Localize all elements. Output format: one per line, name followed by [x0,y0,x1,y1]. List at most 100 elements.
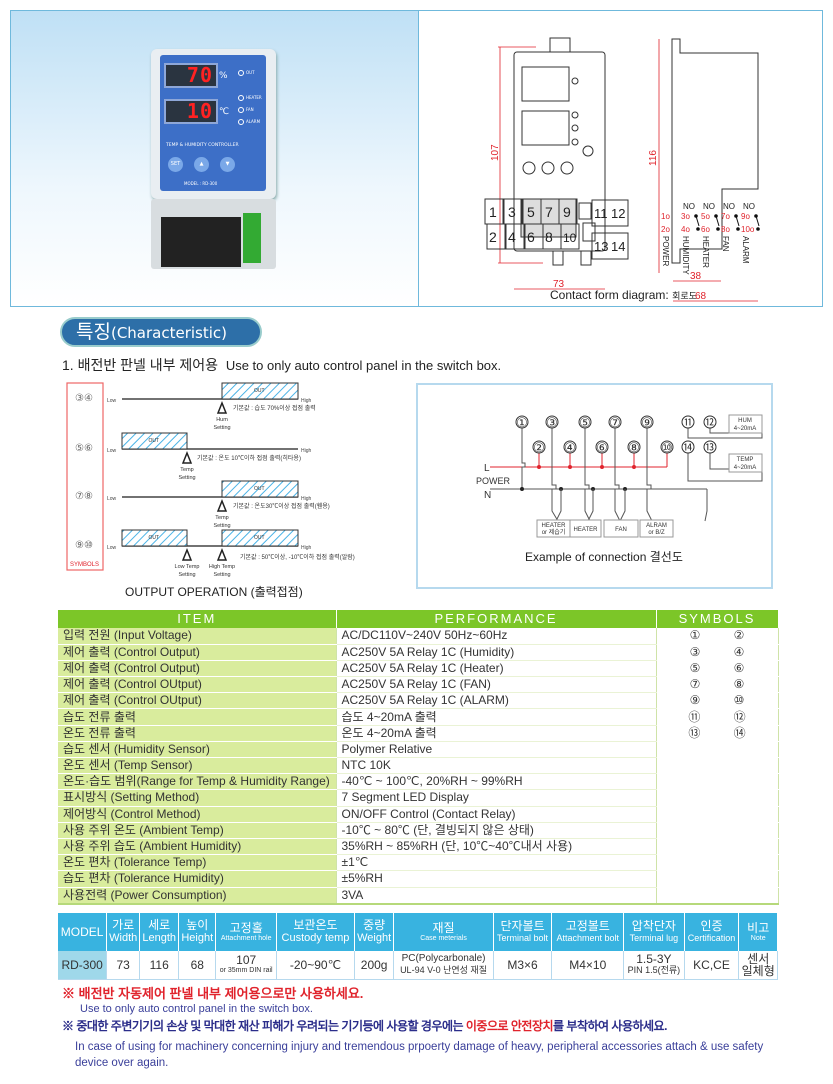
header-en: Width [109,932,138,944]
cell-perf: ON/OFF Control (Contact Relay) [336,806,657,823]
symbols-label: SYMBOLS [70,562,99,568]
cell-sym [656,854,779,872]
table-row: 입력 전원 (Input Voltage)AC/DC110V~240V 50Hz… [58,628,779,645]
load-label: ALRAM [646,523,667,529]
relay-switch-line [695,215,700,227]
wire [687,453,763,482]
wire [614,428,621,522]
relay-bottom-terminal: 10o [741,225,755,234]
cell-item: 제어방식 (Control Method) [58,806,337,823]
row-symbols: ⑦⑧ [75,491,93,502]
low-label: Low [107,496,117,502]
out-region [221,480,299,498]
setting-triangle-icon [181,547,193,561]
header-kr: 압착단자 [631,919,676,933]
relay-label: POWER [661,236,670,266]
led-icon [238,70,244,76]
relay-switch-line [735,215,740,227]
terminal-13 [703,440,717,454]
L-label: L [484,463,490,474]
table-row: 제어 출력 (Control OUtput)AC250V 5A Relay 1C… [58,692,779,710]
terminal-7-label: ⑦ [609,415,621,430]
model-cell: 68 [178,951,217,980]
terminal-number: 6 [527,229,535,245]
temperature-display: 10 [164,99,218,124]
device-set-button: SET [168,157,183,172]
terminal-10 [660,440,674,454]
dim-side-height: 116 [648,150,659,166]
setting-triangle-icon [181,450,193,464]
out-label: OUT [254,388,265,394]
out-region [221,382,299,400]
cell-perf: AC250V 5A Relay 1C (ALARM) [336,692,657,710]
low-label: Low [107,448,117,454]
relay-top-terminal: 3o [681,212,690,221]
setting-label: Setting [178,572,195,578]
led-icon [238,107,244,113]
terminal-cell [486,223,506,250]
header-en: Attachment bolt [556,933,620,943]
terminal-number: 12 [611,206,625,221]
wire [646,428,653,522]
high-label: High [301,496,312,502]
default-note: 기본값 : 50℃이상, -10℃이하 접점 출력(알람) [240,553,355,561]
terminal-number: 1 [489,204,497,220]
load-sublabel: or 제습기 [542,528,566,536]
terminal-14-label: ⑭ [681,440,694,455]
relay-top-terminal: 1o [661,212,670,221]
relay-contact-diagram: 1o2oPOWERNO3o4oHUMIDITYNO5o6oHEATERNO7o8… [661,202,760,275]
model-cell: 200g [354,951,395,980]
led-icon [238,119,244,125]
low-label: Low [107,398,117,404]
header-kr: 중량 [363,918,386,932]
device-down-button: ▼ [220,157,235,172]
cell-sym: ⑬ ⑭ [656,725,779,742]
note-1: ※ 배전반 자동제어 판넬 내부 제어용으로만 사용하세요. [62,986,364,1001]
led-icon [238,95,244,101]
table-row: 표시방식 (Setting Method)7 Segment LED Displ… [58,789,779,807]
cell-sym [656,822,779,839]
header-en: Case meterials [420,934,467,942]
header-en: Length [142,932,176,944]
load-box [603,519,639,538]
terminal-10-label: ⑩ [661,440,673,455]
hum_box-range: 4~20mA [734,426,757,432]
terminal-11 [681,415,695,429]
row-symbols: ③④ [75,393,93,404]
header-en: Terminal bolt [497,933,549,943]
terminal-12 [703,415,717,429]
terminal-number: 2 [489,229,497,245]
setting-triangle-icon [216,400,228,414]
setting-triangle-icon [216,498,228,512]
terminal-1 [515,415,529,429]
cell-perf: 습도 4~20mA 출력 [336,708,657,726]
junction-dot [520,487,524,491]
product-overview-panel: 70 % 10 ℃ OUT HEATER FAN ALARM TEMP & HU… [10,10,823,307]
relay-no-label: NO [743,202,755,211]
row-symbols: ⑤⑥ [75,443,93,454]
terminal-9 [640,415,654,429]
table-row: 제어 출력 (Control Output)AC250V 5A Relay 1C… [58,644,779,661]
relay-label: FAN [721,236,730,252]
terminal-6-label: ⑥ [596,440,608,455]
relay-bottom-terminal: 4o [681,225,690,234]
dim-width: 73 [553,279,565,290]
terminal-number: 7 [545,204,553,220]
cell-item: 사용 주위 온도 (Ambient Temp) [58,822,337,839]
cell-item: 온도 편차 (Tolerance Temp) [58,854,337,872]
connection-example-panel [416,383,773,589]
wire [687,428,763,439]
col-item: ITEM [58,610,337,628]
indicator-heater: HEATER [238,95,262,101]
terminal-9-label: ⑨ [641,415,653,430]
col-symbols: SYMBOLS [656,610,779,628]
cell-item: 제어 출력 (Control Output) [58,644,337,661]
model-cell: 116 [139,951,180,980]
note-2: ※ 중대한 주변기기의 손상 및 막대한 재산 피해가 우려되는 기기등에 사용… [62,1019,667,1033]
